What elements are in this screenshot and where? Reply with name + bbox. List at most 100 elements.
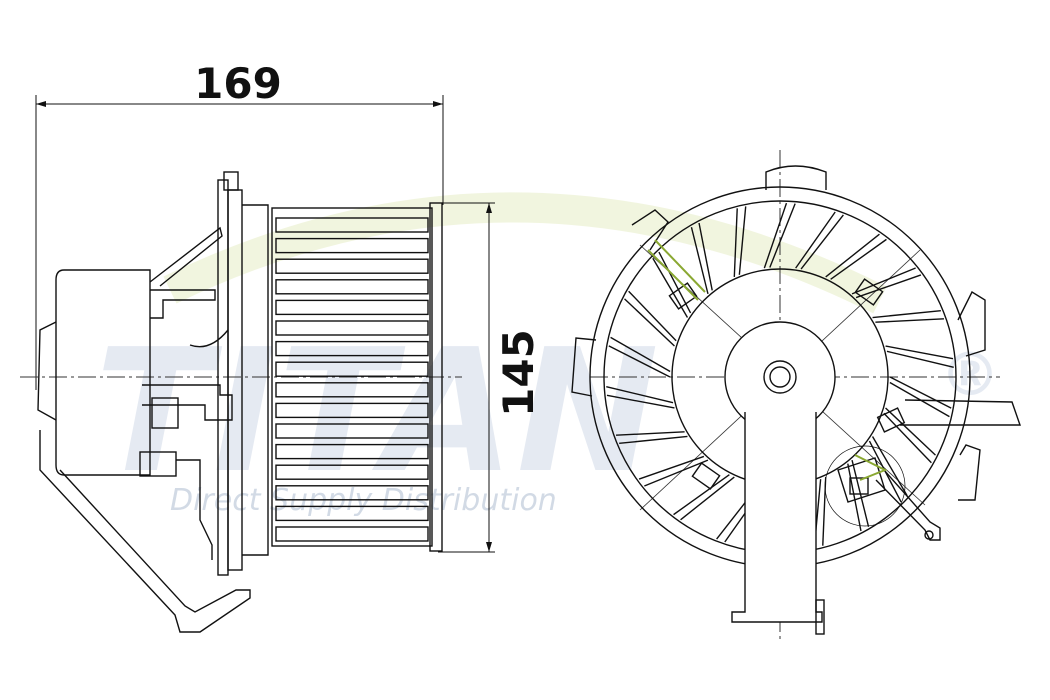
shaft-hole-inner	[769, 366, 791, 388]
impeller-blade	[763, 202, 788, 269]
impeller-fin	[275, 505, 429, 522]
clip-top-left	[631, 209, 669, 251]
impeller-blade-edge	[615, 431, 685, 436]
impeller-fin	[275, 279, 429, 295]
impeller-fin	[275, 485, 429, 501]
impeller-blade	[871, 436, 908, 497]
clip-right-lower	[958, 444, 981, 501]
impeller-blade-edge	[830, 238, 887, 280]
clip-right-upper	[957, 291, 986, 357]
mounting-bracket-tail	[39, 430, 251, 633]
impeller-blade-edge	[883, 412, 932, 464]
impeller-fin	[275, 423, 429, 439]
bracket-strut	[176, 459, 213, 560]
impeller-blade-edge	[628, 290, 677, 342]
impeller-fin	[275, 526, 429, 542]
watermark-swoosh	[163, 192, 887, 314]
impeller-fin	[275, 382, 429, 398]
impeller-fin	[275, 258, 429, 274]
impeller-blade-edge	[855, 274, 922, 299]
impeller-blade	[680, 476, 735, 521]
impeller-blade	[690, 227, 709, 295]
impeller-fin	[275, 464, 429, 480]
clip-top	[765, 165, 827, 190]
impeller-blade	[889, 376, 952, 409]
impeller-blades	[606, 202, 954, 552]
impeller-fin	[275, 320, 429, 336]
impeller-blade-edge	[847, 463, 862, 532]
impeller-blade-edge	[800, 214, 844, 270]
connector-lead	[875, 469, 941, 541]
impeller-blade	[885, 407, 936, 456]
impeller-blade	[608, 345, 671, 378]
accent-green-left	[647, 239, 706, 301]
height-dimension-label: 145	[494, 329, 543, 417]
height-arrow-bottom	[486, 542, 492, 552]
tab-lower-right	[876, 407, 906, 433]
flange-clip-top	[223, 171, 239, 191]
impeller-blade	[885, 345, 954, 360]
impeller-blade-edge	[886, 350, 954, 369]
impeller-fins	[275, 217, 429, 542]
width-dimension-label: 169	[194, 59, 282, 108]
connector-eyelet	[924, 530, 934, 540]
impeller-blade-edge	[638, 455, 705, 480]
impeller-blade	[825, 233, 880, 278]
impeller-blade	[619, 435, 688, 445]
impeller-blade-edge	[738, 206, 747, 275]
impeller-blade	[795, 211, 836, 269]
impeller-fin	[275, 443, 429, 460]
tab-upper-left	[668, 282, 698, 310]
impeller-blade	[652, 257, 689, 318]
accent-green-connector	[854, 454, 888, 481]
tab-lower-left	[691, 462, 721, 490]
flange-upper	[149, 226, 223, 287]
impeller-drum	[271, 207, 433, 547]
hub-ring	[242, 204, 269, 556]
width-arrow-right	[433, 101, 443, 107]
impeller-fin	[275, 361, 429, 377]
impeller-fin	[275, 340, 429, 357]
side-view	[20, 171, 462, 633]
impeller-blade-edge	[769, 203, 796, 268]
connector-plug	[139, 451, 177, 477]
motor-endcap	[37, 321, 57, 421]
impeller-fin	[275, 217, 429, 233]
impeller-blade-edge	[658, 251, 692, 314]
shaft-hole-outer	[763, 360, 797, 394]
impeller-fin	[275, 402, 429, 419]
watermark-tagline: Direct Supply Distribution	[170, 483, 557, 518]
height-arrow-top	[486, 203, 492, 213]
connector-detail-circle	[824, 445, 906, 527]
motor-wire	[189, 329, 229, 348]
impeller-fin	[275, 237, 429, 254]
impeller-fin	[275, 299, 429, 316]
width-dimension	[35, 95, 444, 390]
impeller-blade	[606, 394, 675, 409]
watermark: TITAN ® Direct Supply Distribution	[95, 192, 1000, 518]
impeller-blade-edge	[698, 222, 713, 291]
watermark-brand: TITAN	[95, 313, 661, 511]
motor-tab-upper	[150, 289, 216, 319]
connector-clip	[142, 384, 233, 421]
front-view	[571, 150, 1021, 640]
connector-block	[151, 397, 179, 429]
impeller-blade	[624, 298, 675, 347]
height-dimension	[438, 202, 495, 553]
impeller-rim	[429, 202, 443, 552]
impeller-blade-edge	[606, 385, 674, 404]
impeller-blade	[644, 459, 709, 487]
wire-lead	[900, 399, 1021, 426]
tab-upper-right	[854, 278, 884, 306]
impeller-blade-edge	[610, 336, 671, 373]
impeller-blade	[872, 309, 941, 319]
impeller-blade-edge	[875, 318, 945, 323]
impeller-blade-edge	[673, 474, 730, 516]
outlet-duct	[731, 412, 823, 623]
impeller-blade	[851, 267, 916, 295]
impeller-blade	[733, 208, 738, 277]
clip-left	[571, 337, 597, 397]
outlet-clip	[815, 599, 825, 635]
